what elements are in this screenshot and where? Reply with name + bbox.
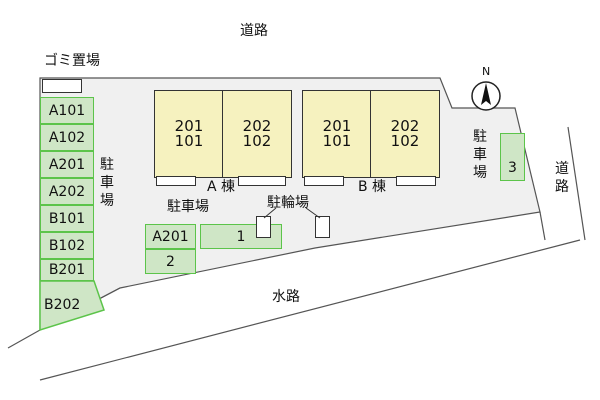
parking-slot-a102: A102	[40, 124, 94, 151]
bike-parking-label: 駐輪場	[267, 195, 309, 211]
parking-slot-b102: B102	[40, 232, 94, 259]
bike-parking-area	[256, 216, 271, 238]
waterway-edge	[39, 239, 581, 381]
building-b-balcony	[304, 176, 344, 186]
compass-icon	[471, 81, 501, 111]
bike-parking-area	[315, 216, 330, 238]
center-parking-label: 駐車場	[167, 199, 209, 215]
right-road-label: 道路	[555, 161, 569, 195]
left-parking-label: 駐車場	[100, 157, 114, 209]
building-b-balcony	[396, 176, 436, 186]
waterway-label: 水路	[272, 289, 300, 305]
right-road-edge	[539, 211, 546, 241]
parking-slot-b202	[39, 280, 105, 332]
building-a-label: A 棟	[207, 179, 236, 195]
parking-slot-3: 3	[500, 133, 525, 181]
top-road-label: 道路	[240, 23, 268, 39]
right-parking-label: 駐車場	[473, 129, 487, 181]
parking-slot-b202-label: B202	[44, 297, 81, 313]
parking-slot-a201: A201	[40, 151, 94, 178]
parking-slot-b101: B101	[40, 205, 94, 232]
building-a-balcony	[156, 176, 196, 186]
parking-slot-b201: B201	[40, 259, 94, 281]
building-a-balcony	[238, 176, 286, 186]
garbage-label: ゴミ置場	[44, 53, 100, 69]
building-b-label: B 棟	[358, 179, 387, 195]
parking-slot-center-a201: A201	[145, 224, 196, 249]
right-road-edge	[567, 126, 586, 241]
parking-slot-a202: A202	[40, 178, 94, 205]
garbage-area	[42, 79, 82, 93]
compass-north-label: N	[482, 65, 491, 78]
parking-slot-2: 2	[145, 249, 196, 274]
parking-slot-a101: A101	[40, 97, 94, 124]
